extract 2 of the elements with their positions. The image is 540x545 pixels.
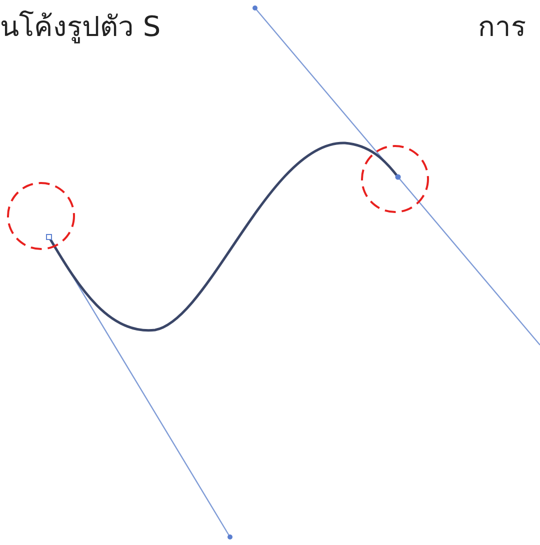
heading-text: นโค้งรูปตัว S [0,10,161,44]
heading-text: การ [478,10,526,44]
